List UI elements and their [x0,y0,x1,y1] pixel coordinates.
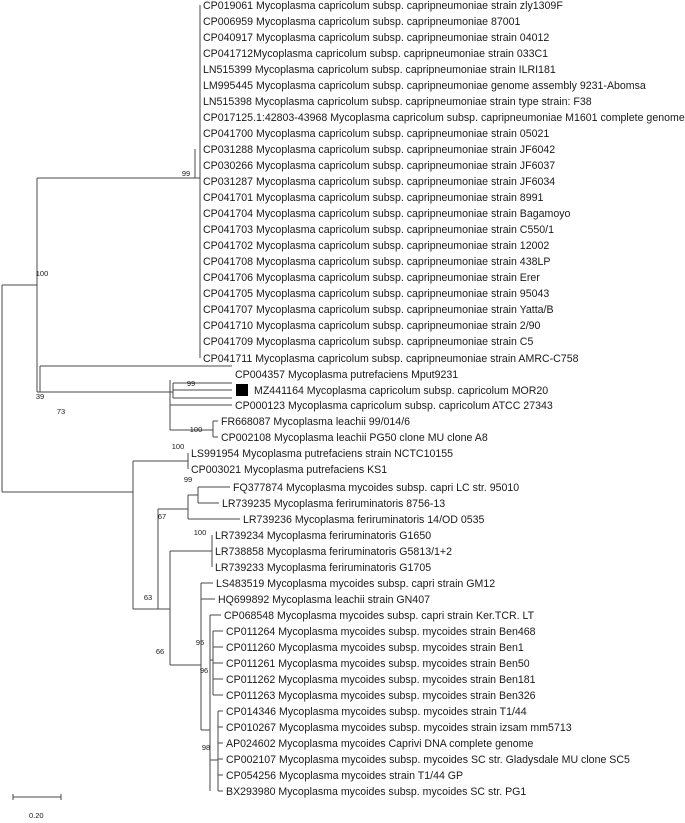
leaf-label: AP024602 Mycoplasma mycoides Caprivi DNA… [226,738,533,750]
leaf-label: HQ699892 Mycoplasma leachii strain GN407 [218,594,430,606]
scale-bar-label: 0.20 [29,811,44,820]
leaf-label: CP041709 Mycoplasma capricolum subsp. ca… [203,336,533,348]
bootstrap-value: 39 [36,392,44,401]
bootstrap-value: 66 [156,647,164,656]
leaf-label: LR739234 Mycoplasma feriruminatoris G165… [215,530,431,542]
bootstrap-value: 100 [194,528,207,537]
leaf-label: CP041707 Mycoplasma capricolum subsp. ca… [203,304,554,316]
leaf-label: LR739236 Mycoplasma feriruminatoris 14/O… [243,514,485,526]
leaf-label: CP041705 Mycoplasma capricolum subsp. ca… [203,288,549,300]
leaf-label: CP041700 Mycoplasma capricolum subsp. ca… [203,128,549,140]
tree-branches [1,5,240,792]
bootstrap-value: 96 [200,666,208,675]
leaf-label: CP031288 Mycoplasma capricolum subsp. ca… [203,144,555,156]
bootstrap-value: 98 [202,743,210,752]
leaf-label: CP003021 Mycoplasma putrefaciens KS1 [191,464,387,476]
bootstrap-value: 73 [57,407,65,416]
bootstrap-value: 100 [190,425,203,434]
leaf-label: FQ377874 Mycoplasma mycoides subsp. capr… [233,482,519,494]
leaf-label: FR668087 Mycoplasma leachii 99/014/6 [221,416,410,428]
leaf-label: CP041708 Mycoplasma capricolum subsp. ca… [203,256,550,268]
bootstrap-values: 99 100 99 39 73 100 100 99 67 100 63 66 95 96 98 [36,169,210,752]
bootstrap-value: 100 [36,269,49,278]
leaf-label: CP004357 Mycoplasma putrefaciens Mput923… [235,369,458,381]
leaf-label: CP030266 Mycoplasma capricolum subsp. ca… [203,160,555,172]
leaf-label: CP041712Mycoplasma capricolum subsp. cap… [203,48,548,60]
leaf-label: CP041703 Mycoplasma capricolum subsp. ca… [203,224,554,236]
highlight-square-marker [236,384,248,396]
leaf-label: LN515399 Mycoplasma capricolum subsp. ca… [203,64,556,76]
bootstrap-value: 63 [144,593,152,602]
leaf-label: LS483519 Mycoplasma mycoides subsp. capr… [216,578,495,590]
leaf-label: CP014346 Mycoplasma mycoides subsp. myco… [226,706,527,718]
leaf-label: CP011261 Mycoplasma mycoides subsp. myco… [226,658,530,670]
leaf-label: CP002107 Mycoplasma mycoides subsp. myco… [226,754,630,766]
leaf-label: CP011264 Mycoplasma mycoides subsp. myco… [226,626,536,638]
scale-bar: 0.20 [12,794,62,820]
bootstrap-value: 100 [172,442,185,451]
leaf-label: CP002108 Mycoplasma leachii PG50 clone M… [221,432,488,444]
leaf-label: CP031287 Mycoplasma capricolum subsp. ca… [203,176,555,188]
leaf-label: LS991954 Mycoplasma putrefaciens strain … [191,448,453,460]
bootstrap-value: 95 [196,638,204,647]
leaf-label: LM995445 Mycoplasma capricolum subsp. ca… [203,80,646,92]
bootstrap-value: 67 [158,512,166,521]
bootstrap-value: 99 [184,475,192,484]
leaf-label: MZ441164 Mycoplasma capricolum subsp. ca… [254,385,548,397]
leaf-label: CP017125.1:42803-43968 Mycoplasma capric… [203,112,685,124]
leaf-label: LN515398 Mycoplasma capricolum subsp. ca… [203,96,592,108]
leaf-label: LR738858 Mycoplasma feriruminatoris G581… [215,546,452,558]
leaf-label: LR739235 Mycoplasma feriruminatoris 8756… [222,498,445,510]
bootstrap-value: 99 [182,169,190,178]
leaf-label: CP010267 Mycoplasma mycoides subsp. myco… [226,722,572,734]
leaf-label: CP041706 Mycoplasma capricolum subsp. ca… [203,272,540,284]
leaf-label: CP041710 Mycoplasma capricolum subsp. ca… [203,320,541,332]
leaf-label: CP041701 Mycoplasma capricolum subsp. ca… [203,192,543,204]
leaf-label: LR739233 Mycoplasma feriruminatoris G170… [215,562,431,574]
leaf-label: CP011260 Mycoplasma mycoides subsp. myco… [226,642,524,654]
leaf-label: CP006959 Mycoplasma capricolum subsp. ca… [203,16,521,28]
leaf-label: BX293980 Mycoplasma mycoides subsp. myco… [226,786,526,798]
leaf-label: CP011263 Mycoplasma mycoides subsp. myco… [226,690,536,702]
leaf-label: CP011262 Mycoplasma mycoides subsp. myco… [226,674,536,686]
leaf-label: CP041711 Mycoplasma capricolum subsp. ca… [203,353,579,365]
leaf-label: CP040917 Mycoplasma capricolum subsp. ca… [203,32,549,44]
leaf-label: CP041704 Mycoplasma capricolum subsp. ca… [203,208,571,220]
bootstrap-value: 99 [187,379,195,388]
leaf-labels: CP019061 Mycoplasma capricolum subsp. ca… [191,0,685,798]
leaf-label: CP068548 Mycoplasma mycoides subsp. capr… [224,610,535,622]
leaf-label: CP019061 Mycoplasma capricolum subsp. ca… [203,0,563,12]
leaf-label: CP054256 Mycoplasma mycoides strain T1/4… [226,770,463,782]
leaf-label: CP041702 Mycoplasma capricolum subsp. ca… [203,240,549,252]
leaf-label: CP000123 Mycoplasma capricolum subsp. ca… [235,400,553,412]
